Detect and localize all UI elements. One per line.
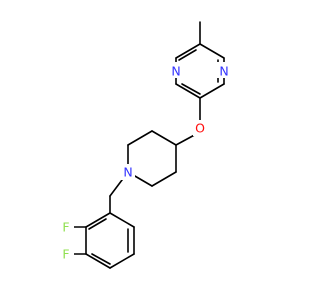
atom-f1: F: [62, 220, 69, 235]
atom-n-piperidine: N: [123, 165, 132, 180]
bond-layer: [70, 21, 225, 269]
atom-o: O: [195, 121, 205, 136]
atom-n1: N: [171, 64, 180, 79]
bond-pyrimidine-double: [178, 49, 197, 61]
bond-pyrimidine: [175, 43, 201, 59]
molecule-structure-diagram: N N O N F F: [60, 21, 230, 269]
bond-benzene-double: [88, 218, 107, 230]
bond-pyrimidine-double: [181, 83, 201, 95]
bond-piperidine: [151, 130, 177, 146]
bond-benzene-double: [91, 253, 111, 265]
bond-pyrimidine: [199, 83, 225, 99]
bond-pyrimidine: [199, 43, 225, 59]
bond-piperidine: [151, 171, 177, 187]
atom-f2: F: [62, 247, 69, 262]
bond-benzene: [85, 253, 111, 269]
atom-n2: N: [219, 64, 228, 79]
atom-label-layer: N N O N F F: [60, 62, 230, 262]
bond-benzene: [109, 212, 135, 228]
bond-piperidine: [127, 130, 153, 146]
bond-benzene: [109, 253, 135, 269]
bond-benzene: [85, 212, 111, 228]
bond-pyrimidine: [175, 83, 201, 99]
